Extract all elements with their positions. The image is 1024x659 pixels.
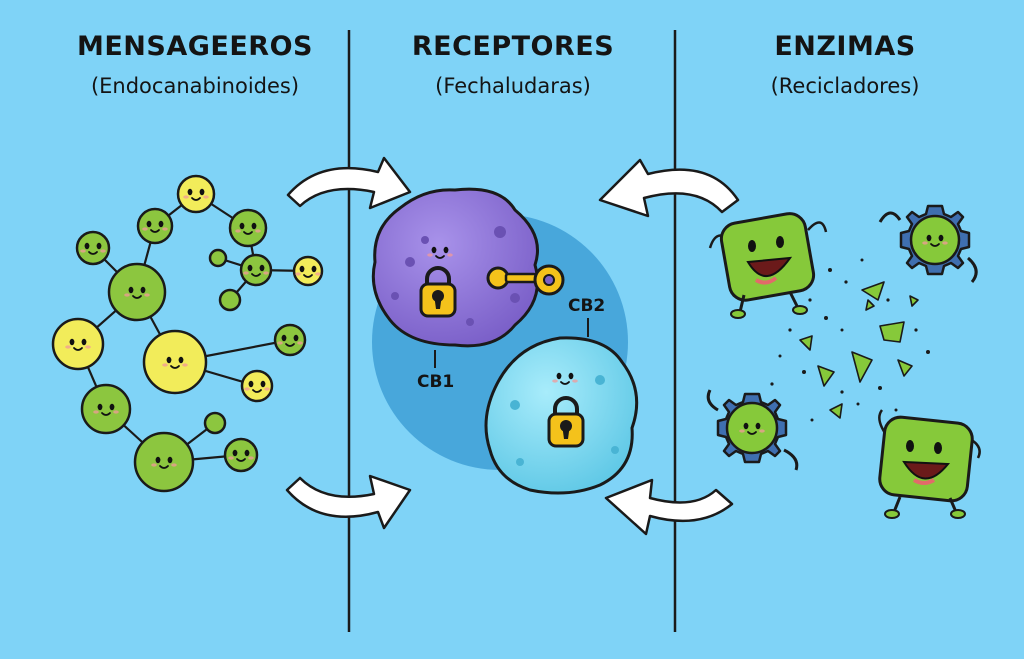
messenger-molecule [142, 329, 208, 395]
messenger-molecule [75, 230, 111, 266]
curved-arrow-icon [598, 158, 740, 218]
messenger-molecule [273, 323, 307, 357]
messenger-molecules [51, 174, 324, 493]
enzyme-character [708, 212, 828, 319]
cb1-label: CB1 [417, 372, 455, 392]
column-title-receptors: RECEPTORES [411, 31, 615, 62]
molecule-fragments [799, 281, 919, 419]
messenger-molecule [223, 437, 259, 473]
receptor-cb1 [371, 187, 539, 348]
messenger-molecule [136, 207, 174, 245]
enzyme-character [878, 409, 981, 519]
receptor-cb2 [484, 336, 639, 495]
cb2-label: CB2 [568, 296, 606, 316]
messenger-molecule [218, 288, 242, 312]
curved-arrow-icon [285, 474, 412, 530]
column-title-messengers: MENSAGEEROS [77, 31, 313, 62]
messenger-molecule [176, 174, 216, 214]
messenger-molecule [203, 411, 227, 435]
curved-arrow-icon [604, 478, 734, 536]
messenger-molecule [107, 262, 167, 322]
messenger-molecule [208, 248, 228, 268]
gear-icon [878, 204, 978, 283]
column-subtitle-enzymes: (Recicladores) [770, 74, 920, 98]
messenger-molecule [228, 208, 268, 248]
messenger-molecule [292, 255, 324, 287]
column-subtitle-messengers: (Endocanabinoides) [90, 74, 300, 98]
column-title-enzymes: ENZIMAS [774, 31, 916, 62]
messenger-molecule [133, 431, 195, 493]
gear-icon [706, 389, 799, 471]
messenger-molecule [239, 253, 273, 287]
messenger-molecule [51, 317, 105, 371]
curved-arrow-icon [286, 156, 412, 210]
column-subtitle-receptors: (Fechaludaras) [435, 74, 591, 98]
messenger-molecule [240, 369, 274, 403]
key-icon [486, 264, 565, 296]
particles [770, 258, 930, 422]
messenger-molecule [80, 383, 132, 435]
